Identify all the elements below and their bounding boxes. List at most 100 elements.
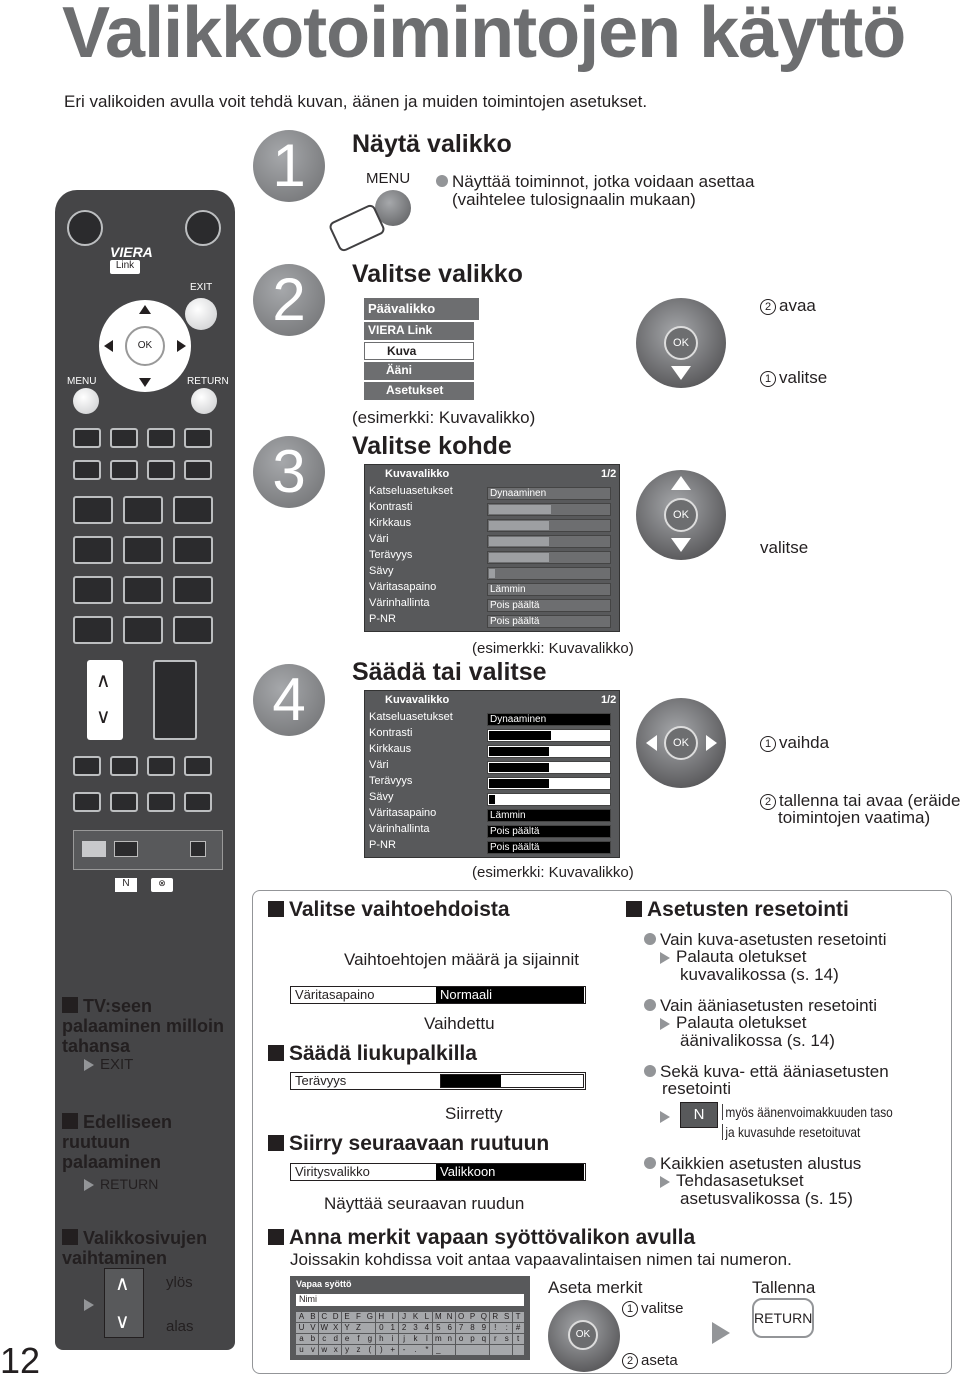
character-key[interactable]: 7: [455, 1323, 467, 1333]
picture-menu-value[interactable]: [487, 729, 611, 742]
color-button[interactable]: [110, 428, 138, 448]
picture-menu-value[interactable]: Lämmin: [487, 809, 611, 822]
number-button[interactable]: [123, 536, 163, 564]
character-key[interactable]: -: [398, 1345, 410, 1355]
character-key[interactable]: 9: [478, 1323, 490, 1333]
picture-menu-item[interactable]: Sävy: [369, 791, 394, 803]
picture-menu-item[interactable]: Värinhallinta: [369, 823, 430, 835]
name-field[interactable]: Nimi: [296, 1294, 524, 1306]
picture-menu-value[interactable]: [487, 567, 611, 580]
character-key[interactable]: m: [432, 1334, 444, 1344]
function-button[interactable]: [110, 792, 138, 812]
number-button[interactable]: [73, 616, 113, 644]
character-key[interactable]: 1: [387, 1323, 399, 1333]
character-key[interactable]: [467, 1345, 478, 1355]
channel-down-icon[interactable]: ∨: [96, 706, 111, 728]
main-menu-item[interactable]: Ääni: [364, 362, 474, 380]
function-button[interactable]: [147, 460, 175, 480]
character-key[interactable]: o: [455, 1334, 467, 1344]
function-button[interactable]: [73, 756, 101, 776]
character-key[interactable]: R: [489, 1312, 501, 1322]
character-key[interactable]: v: [307, 1345, 319, 1355]
character-key[interactable]: _: [432, 1345, 444, 1355]
character-key[interactable]: B: [307, 1312, 319, 1322]
picture-menu-item[interactable]: Väritasapaino: [369, 807, 437, 819]
panel-button[interactable]: [114, 841, 138, 857]
picture-menu-item[interactable]: Värinhallinta: [369, 597, 430, 609]
picture-menu-value[interactable]: Pois päältä: [487, 841, 611, 854]
character-key[interactable]: l: [421, 1334, 433, 1344]
function-button[interactable]: [73, 460, 101, 480]
picture-menu-value[interactable]: Pois päältä: [487, 825, 611, 838]
color-button[interactable]: [184, 428, 212, 448]
main-menu-item[interactable]: Kuva: [364, 342, 474, 360]
option-value[interactable]: Normaali: [436, 987, 584, 1003]
character-key[interactable]: S: [501, 1312, 513, 1322]
number-button[interactable]: [73, 576, 113, 604]
picture-menu-item[interactable]: Väri: [369, 533, 389, 545]
character-key[interactable]: J: [398, 1312, 410, 1322]
color-button[interactable]: [73, 428, 101, 448]
picture-menu-value[interactable]: [487, 503, 611, 516]
picture-menu-item[interactable]: P-NR: [369, 839, 396, 851]
character-key[interactable]: I: [387, 1312, 399, 1322]
character-key[interactable]: #: [512, 1323, 524, 1333]
character-key[interactable]: X: [330, 1323, 342, 1333]
picture-menu-item[interactable]: Terävyys: [369, 549, 413, 561]
main-menu-item[interactable]: Asetukset: [364, 382, 474, 400]
picture-menu-item[interactable]: Kontrasti: [369, 501, 413, 513]
picture-menu-value[interactable]: Pois päältä: [487, 599, 611, 612]
character-key[interactable]: 8: [467, 1323, 478, 1333]
character-key[interactable]: p: [467, 1334, 478, 1344]
character-key[interactable]: j: [398, 1334, 410, 1344]
character-key[interactable]: f: [353, 1334, 364, 1344]
number-button[interactable]: [173, 536, 213, 564]
character-key[interactable]: [489, 1345, 501, 1355]
character-key[interactable]: ): [375, 1345, 387, 1355]
ok-button[interactable]: OK: [125, 326, 165, 366]
character-key[interactable]: r: [489, 1334, 501, 1344]
picture-menu-value[interactable]: [487, 535, 611, 548]
function-button[interactable]: [184, 756, 212, 776]
character-key[interactable]: G: [364, 1312, 376, 1322]
character-key[interactable]: F: [353, 1312, 364, 1322]
n-button[interactable]: N: [115, 878, 137, 892]
character-key[interactable]: t: [512, 1334, 524, 1344]
character-key[interactable]: P: [467, 1312, 478, 1322]
function-button[interactable]: [147, 756, 175, 776]
character-key[interactable]: s: [501, 1334, 513, 1344]
main-menu-item[interactable]: VIERA Link: [364, 322, 474, 340]
link-button[interactable]: Link: [110, 260, 140, 274]
character-key[interactable]: 3: [410, 1323, 421, 1333]
menu-button[interactable]: [73, 388, 99, 414]
panel-button[interactable]: [190, 841, 206, 857]
character-key[interactable]: E: [341, 1312, 353, 1322]
picture-menu-value[interactable]: [487, 551, 611, 564]
number-button[interactable]: [73, 496, 113, 524]
character-key[interactable]: x: [330, 1345, 342, 1355]
character-key[interactable]: *: [421, 1345, 433, 1355]
function-button[interactable]: [147, 792, 175, 812]
character-key[interactable]: [364, 1323, 376, 1333]
input-button[interactable]: [185, 210, 221, 246]
number-button[interactable]: [123, 616, 163, 644]
character-key[interactable]: Z: [353, 1323, 364, 1333]
character-key[interactable]: U: [296, 1323, 307, 1333]
picture-menu-value[interactable]: Pois päältä: [487, 615, 611, 628]
picture-menu-item[interactable]: Katseluasetukset: [369, 485, 453, 497]
character-key[interactable]: Y: [341, 1323, 353, 1333]
character-key[interactable]: [501, 1345, 513, 1355]
character-key[interactable]: a: [296, 1334, 307, 1344]
picture-menu-item[interactable]: Terävyys: [369, 775, 413, 787]
character-key[interactable]: :: [501, 1323, 513, 1333]
character-key[interactable]: 5: [432, 1323, 444, 1333]
slider-track[interactable]: [440, 1074, 584, 1088]
character-key[interactable]: M: [432, 1312, 444, 1322]
character-key[interactable]: k: [410, 1334, 421, 1344]
number-button[interactable]: [123, 576, 163, 604]
number-button[interactable]: [73, 536, 113, 564]
character-key[interactable]: !: [489, 1323, 501, 1333]
picture-menu-item[interactable]: Väri: [369, 759, 389, 771]
character-key[interactable]: O: [455, 1312, 467, 1322]
number-button[interactable]: [123, 496, 163, 524]
